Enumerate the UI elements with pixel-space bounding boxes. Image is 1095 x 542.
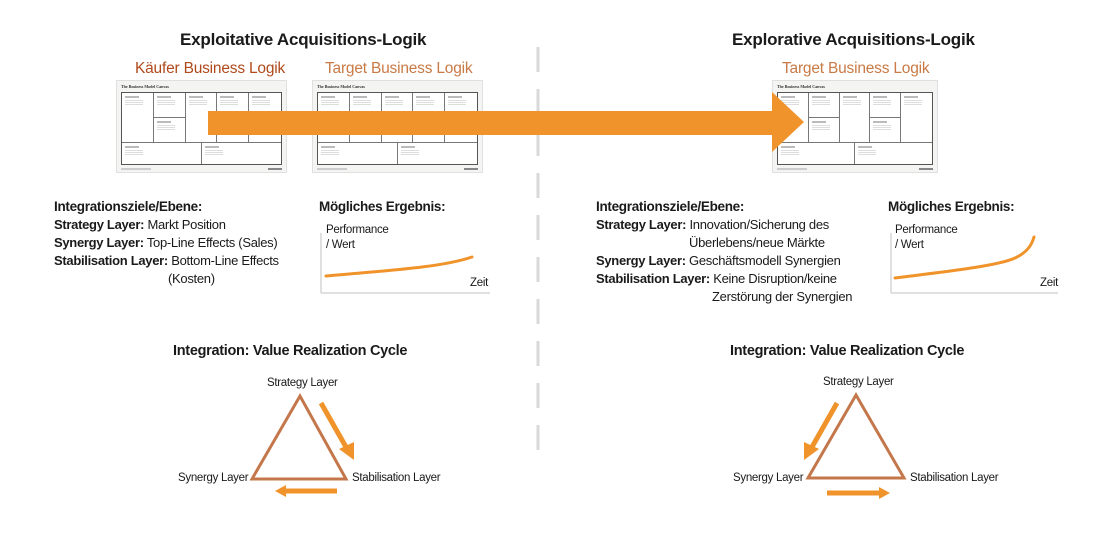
left-chart-y-label-1: Performance [326, 224, 389, 236]
right-cycle-title: Integration: Value Realization Cycle [730, 343, 965, 359]
left-chart-curve [324, 255, 474, 278]
right-section-title: Explorative Acquisitions-Logik [732, 30, 975, 49]
goal-label: Strategy Layer: [54, 217, 145, 232]
left-chart-x-label: Zeit [470, 277, 488, 289]
goal-label: Stabilisation Layer: [596, 271, 710, 286]
goal-value: Geschäftsmodell Synergien [689, 253, 841, 268]
canvas-header: The Business Model Canvas [317, 84, 365, 89]
left-arrow-stabilisation-to-synergy [275, 485, 337, 497]
left-cycle-strategy-label: Strategy Layer [267, 377, 338, 389]
goal-label: Stabilisation Layer: [54, 253, 168, 268]
target-business-model-canvas-left: The Business Model Canvas [312, 80, 483, 173]
right-cycle-stabilisation-label: Stabilisation Layer [910, 472, 999, 484]
right-cycle-triangle [805, 392, 907, 480]
buyer-business-model-canvas: The Business Model Canvas [116, 80, 287, 173]
right-chart-x-label: Zeit [1040, 277, 1058, 289]
goal-value: Markt Position [147, 217, 226, 232]
right-goal-strategy: Strategy Layer: Innovation/Sicherung des [596, 217, 829, 233]
goal-label: Synergy Layer: [596, 253, 686, 268]
left-target-canvas-label: Target Business Logik [325, 60, 473, 77]
goal-label: Synergy Layer: [54, 235, 144, 250]
left-cycle-synergy-label: Synergy Layer [178, 472, 249, 484]
right-arrow-synergy-to-stabilisation [827, 487, 890, 499]
left-goal-stabilisation: Stabilisation Layer: Bottom-Line Effects [54, 253, 279, 269]
left-cycle-title: Integration: Value Realization Cycle [173, 343, 408, 359]
right-goal-stabilisation-cont: Zerstörung der Synergien [712, 289, 853, 304]
goal-value: Top-Line Effects (Sales) [146, 235, 278, 250]
right-goals-heading: Integrationsziele/Ebene: [596, 199, 745, 214]
right-chart-curve [893, 235, 1036, 280]
goal-value: Bottom-Line Effects [171, 253, 279, 268]
left-goal-stabilisation-cont: (Kosten) [168, 271, 215, 286]
left-chart-y-label-2: / Wert [326, 239, 355, 251]
right-chart-y-label-2: / Wert [895, 239, 924, 251]
right-target-canvas-label: Target Business Logik [782, 60, 930, 77]
right-goal-strategy-cont: Überlebens/neue Märkte [689, 235, 825, 250]
left-goal-synergy: Synergy Layer: Top-Line Effects (Sales) [54, 235, 278, 251]
left-cycle-triangle [249, 392, 349, 481]
right-cycle-synergy-label: Synergy Layer [733, 472, 804, 484]
left-goal-strategy: Strategy Layer: Markt Position [54, 217, 226, 233]
goal-value: Keine Disruption/keine [713, 271, 837, 286]
canvas-header: The Business Model Canvas [777, 84, 825, 89]
left-section-title: Exploitative Acquisitions-Logik [180, 30, 427, 49]
canvas-header: The Business Model Canvas [121, 84, 169, 89]
left-buyer-canvas-label: Käufer Business Logik [135, 60, 286, 77]
right-goal-stabilisation: Stabilisation Layer: Keine Disruption/ke… [596, 271, 837, 287]
right-result-heading: Mögliches Ergebnis: [888, 199, 1015, 214]
left-goals-heading: Integrationsziele/Ebene: [54, 199, 203, 214]
right-arrow-strategy-to-synergy [804, 401, 840, 460]
right-goal-synergy: Synergy Layer: Geschäftsmodell Synergien [596, 253, 841, 269]
target-business-model-canvas-right: The Business Model Canvas [772, 80, 938, 173]
right-cycle-strategy-label: Strategy Layer [823, 376, 894, 388]
left-arrow-strategy-to-stabilisation [318, 401, 354, 460]
goal-value: Innovation/Sicherung des [689, 217, 829, 232]
right-chart-y-label-1: Performance [895, 224, 958, 236]
goal-label: Strategy Layer: [596, 217, 687, 232]
left-result-heading: Mögliches Ergebnis: [319, 199, 446, 214]
left-cycle-stabilisation-label: Stabilisation Layer [352, 472, 441, 484]
